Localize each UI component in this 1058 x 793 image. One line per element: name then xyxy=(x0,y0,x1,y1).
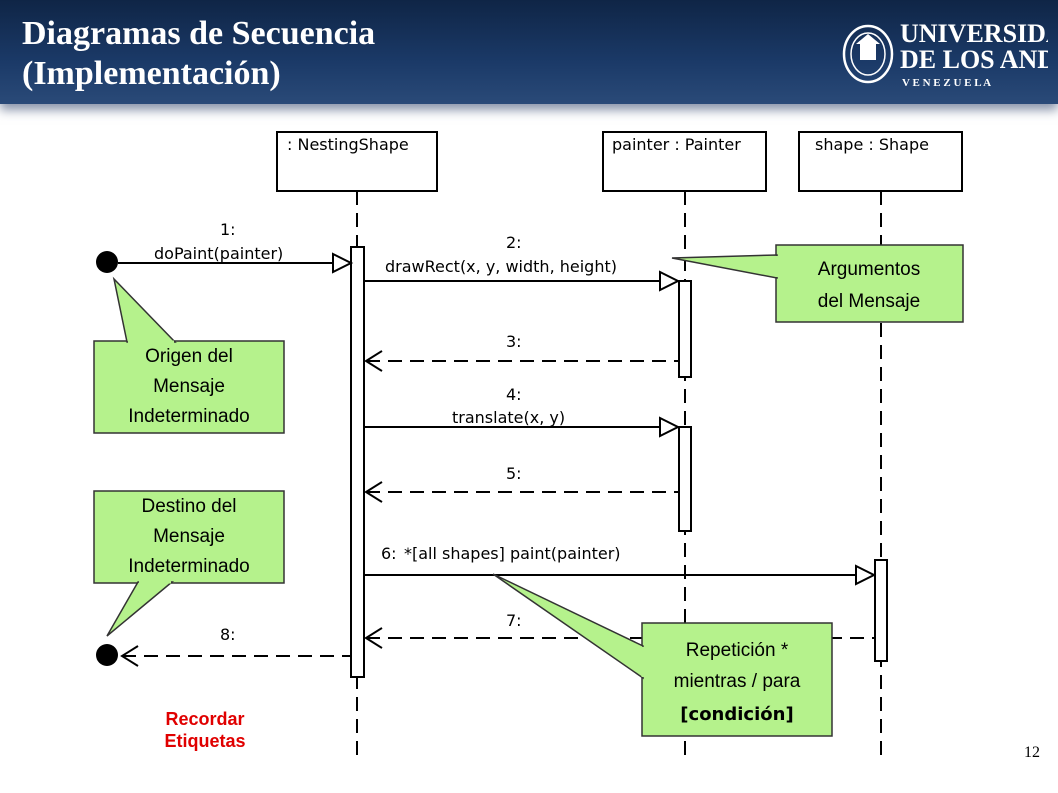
message-3-number: 3: xyxy=(506,332,522,351)
lifeline-shape: shape : Shape xyxy=(798,131,963,192)
reminder-label: Recordar Etiquetas xyxy=(164,709,246,751)
message-4-label: translate(x, y) xyxy=(452,408,565,427)
logo-line-1: UNIVERSIDAD xyxy=(900,19,1048,48)
activation-nesting xyxy=(350,246,365,678)
logo-line-2: DE LOS ANDES xyxy=(900,45,1048,74)
lifeline-painter: painter : Painter xyxy=(602,131,767,192)
message-7-number: 7: xyxy=(506,611,522,630)
lifeline-shape-label: shape : Shape xyxy=(815,135,929,154)
message-8: 8: xyxy=(120,625,350,667)
university-logo: UNIVERSIDAD DE LOS ANDES V E N E Z U E L… xyxy=(842,19,1048,89)
message-5-number: 5: xyxy=(506,464,522,483)
activation-painter-1 xyxy=(678,280,692,378)
message-4-number: 4: xyxy=(506,385,522,404)
note-destination-line-3: Indeterminado xyxy=(128,556,249,577)
message-8-number: 8: xyxy=(220,625,236,644)
lost-message-destination xyxy=(96,644,118,666)
note-arguments-line-2: del Mensaje xyxy=(818,291,920,312)
message-2-number: 2: xyxy=(506,233,522,252)
note-destination-line-2: Mensaje xyxy=(153,526,225,547)
lifeline-nesting-label: : NestingShape xyxy=(287,135,409,154)
slide-title: Diagramas de Secuencia (Implementación) xyxy=(22,15,376,92)
message-3: 3: xyxy=(364,332,678,372)
note-repetition-line-2: mientras / para xyxy=(674,671,801,692)
note-destination-line-1: Destino del xyxy=(141,496,236,517)
lifeline-painter-label: painter : Painter xyxy=(612,135,741,154)
activation-painter-2 xyxy=(678,426,692,532)
slide-header: Diagramas de Secuencia (Implementación) … xyxy=(0,0,1058,104)
note-origin-line-3: Indeterminado xyxy=(128,406,249,427)
note-destination: Destino del Mensaje Indeterminado xyxy=(93,490,285,637)
message-6-label: *[all shapes] paint(painter) xyxy=(404,544,621,563)
note-arguments: Argumentos del Mensaje xyxy=(671,244,964,323)
message-2: 2: drawRect(x, y, width, height) xyxy=(364,233,681,292)
note-repetition: Repetición * mientras / para [condición] xyxy=(492,573,833,737)
note-origin: Origen del Mensaje Indeterminado xyxy=(93,276,285,434)
note-origin-line-2: Mensaje xyxy=(153,376,225,397)
logo-line-3: V E N E Z U E L A xyxy=(902,77,991,89)
message-4: 4: translate(x, y) xyxy=(364,385,681,438)
message-6-number: 6: xyxy=(381,544,397,563)
note-repetition-line-1: Repetición * xyxy=(686,640,789,661)
message-1-number: 1: xyxy=(220,220,236,239)
university-seal-icon xyxy=(842,24,894,84)
message-5: 5: xyxy=(364,464,678,503)
note-arguments-line-1: Argumentos xyxy=(818,259,920,280)
note-repetition-line-3: [condición] xyxy=(680,704,793,725)
page-number: 12 xyxy=(1024,744,1040,761)
message-1-label: doPaint(painter) xyxy=(154,244,283,263)
message-2-label: drawRect(x, y, width, height) xyxy=(385,257,617,276)
note-origin-line-1: Origen del xyxy=(145,346,233,367)
message-1: 1: doPaint(painter) xyxy=(118,220,354,274)
found-message-origin xyxy=(96,251,118,273)
message-6: 6: *[all shapes] paint(painter) xyxy=(364,544,877,586)
activation-shape xyxy=(874,559,888,662)
lifeline-nesting: : NestingShape xyxy=(276,131,438,192)
